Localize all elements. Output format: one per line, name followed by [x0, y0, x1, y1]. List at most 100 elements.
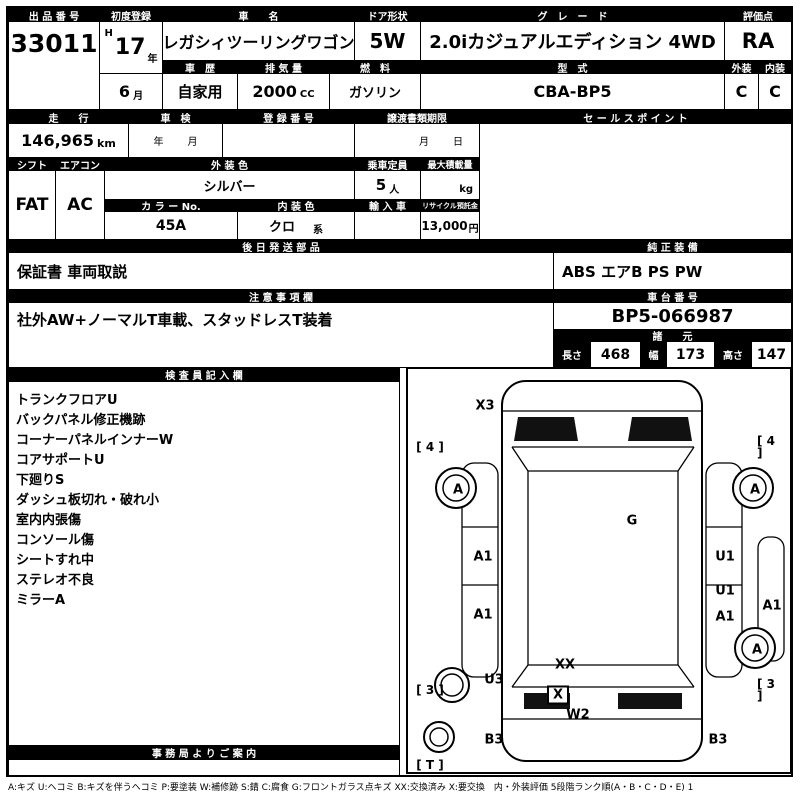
- max-load-unit: kg: [459, 183, 473, 195]
- inspector-note-line: ステレオ不良: [16, 573, 95, 588]
- inspector-note-line: トランクフロアU: [16, 393, 118, 408]
- displacement-value: 2000 CC: [237, 73, 330, 110]
- damage-code: XX: [554, 657, 576, 673]
- exhibit-no-label: 出 品 番 号: [8, 8, 100, 22]
- displacement-number: 2000: [252, 82, 297, 101]
- damage-code: A1: [762, 598, 782, 614]
- transfer-day-suffix: 日: [453, 137, 463, 148]
- inspector-notes-label: 検 査 員 記 入 欄: [8, 367, 400, 382]
- month-suffix: 月: [133, 91, 144, 102]
- registration-no-label: 登 録 番 号: [222, 110, 355, 124]
- reg-month: 6: [118, 82, 131, 101]
- damage-code: [ 4 ]: [757, 434, 776, 460]
- equipment-label: 純 正 装 備: [553, 239, 792, 253]
- damage-code: U3: [484, 672, 504, 688]
- height-value: 147: [751, 341, 792, 368]
- damage-code: [ 3 ]: [416, 683, 444, 697]
- first-registration-label: 初度登録: [99, 8, 163, 22]
- damage-code: [ 3 ]: [757, 677, 776, 703]
- capacity-number: 5: [375, 176, 387, 194]
- displacement-label: 排 気 量: [237, 60, 330, 74]
- inspection-month-suffix: 月: [187, 137, 198, 148]
- inspector-note-line: 室内内張傷: [16, 513, 82, 528]
- damage-code: [ 4 ]: [416, 440, 444, 454]
- model-code-value: CBA-BP5: [420, 73, 725, 110]
- sales-point-label: セ ー ル ス ポ イ ン ト: [479, 110, 792, 124]
- year-suffix: 年: [147, 54, 158, 65]
- caution-label: 注 意 事 項 欄: [8, 289, 554, 303]
- inspection-expiry-value: 年 月: [128, 123, 223, 158]
- registration-no-value: [222, 123, 355, 158]
- damage-code: [ T ]: [416, 758, 444, 772]
- damage-code: A: [452, 482, 464, 498]
- max-load-value: kg: [420, 170, 480, 200]
- office-info-label: 事 務 局 よ り ご 案 内: [8, 745, 400, 760]
- legend-text: A:キズ U:ヘコミ B:キズを伴うヘコミ P:要塗装 W:補修跡 S:錆 C:…: [8, 783, 694, 793]
- inspector-note-line: ダッシュ板切れ・破れ小: [16, 493, 160, 508]
- mileage-unit: km: [97, 137, 116, 150]
- fuel-value: ガソリン: [329, 73, 421, 110]
- max-load-label: 最大積載量: [420, 157, 480, 171]
- sales-point-box: [479, 123, 792, 240]
- color-no-value: 45A: [104, 211, 238, 240]
- inspector-note-line: コーナーパネルインナーW: [16, 433, 174, 448]
- inspector-box: [8, 367, 400, 776]
- interior-score-value: C: [758, 73, 792, 110]
- inspector-note-line: シートすれ中: [16, 553, 95, 568]
- mileage-value: 146,965 km: [8, 123, 129, 158]
- equipment-value: ABS エアB PS PW: [553, 252, 792, 290]
- transfer-month-suffix: 月: [419, 137, 429, 148]
- exterior-score-label: 外装: [724, 60, 759, 74]
- inspection-year-suffix: 年: [153, 137, 164, 148]
- door-shape-value: 5W: [354, 21, 421, 61]
- first-registration-year: H 17 年: [99, 21, 163, 74]
- recycle-amount: 13,000: [421, 218, 468, 233]
- car-outline-drawing: [423, 380, 785, 762]
- inspection-expiry-label: 車 検: [128, 110, 223, 124]
- damage-code: U1: [715, 549, 735, 565]
- import-value: [354, 211, 421, 240]
- exterior-color-label: 外 装 色: [104, 157, 355, 171]
- era-mark: H: [104, 28, 113, 39]
- interior-score-label: 内装: [758, 60, 792, 74]
- recycle-unit: 円: [468, 224, 479, 235]
- capacity-unit: 人: [389, 184, 400, 196]
- car-name-label: 車 名: [162, 8, 355, 22]
- capacity-value: 5 人: [354, 170, 421, 200]
- transfer-deadline-value: 月 日: [354, 123, 480, 158]
- later-parts-value: 保証書 車両取説: [8, 252, 554, 290]
- caution-value: 社外AW+ノーマルT車載、スタッドレスT装着: [8, 302, 554, 368]
- displacement-unit: CC: [299, 89, 315, 100]
- car-name-value: レガシィツーリングワゴン: [162, 21, 355, 61]
- history-label: 車 歴: [162, 60, 238, 74]
- exterior-color-value: シルバー: [104, 170, 355, 200]
- sheet-border: [6, 6, 793, 777]
- damage-code: X: [546, 685, 570, 705]
- damage-code: U1: [715, 583, 735, 599]
- score-label: 評価点: [724, 8, 792, 22]
- damage-code: A1: [715, 609, 735, 625]
- damage-code: A: [749, 482, 761, 498]
- exhibit-no-value: 33011: [8, 21, 100, 110]
- damage-code: B3: [708, 732, 728, 748]
- shift-value: FAT: [8, 170, 56, 240]
- chassis-no-label: 車 台 番 号: [553, 289, 792, 303]
- damage-code: A1: [473, 549, 493, 565]
- damage-code: X3: [475, 398, 495, 414]
- fuel-label: 燃 料: [329, 60, 421, 74]
- grade-label: グ レ ー ド: [420, 8, 725, 22]
- score-value: RA: [724, 21, 792, 61]
- damage-code: A1: [473, 607, 493, 623]
- interior-color-name: クロ: [268, 220, 295, 235]
- first-registration-month: 6 月: [99, 73, 163, 110]
- length-value: 468: [590, 341, 641, 368]
- length-label: 長さ: [553, 341, 591, 368]
- mileage-label: 走 行: [8, 110, 129, 124]
- shift-label: シフト: [8, 157, 56, 171]
- inspector-note-line: コアサポートU: [16, 453, 105, 468]
- transfer-deadline-label: 譲渡書類期限: [354, 110, 480, 124]
